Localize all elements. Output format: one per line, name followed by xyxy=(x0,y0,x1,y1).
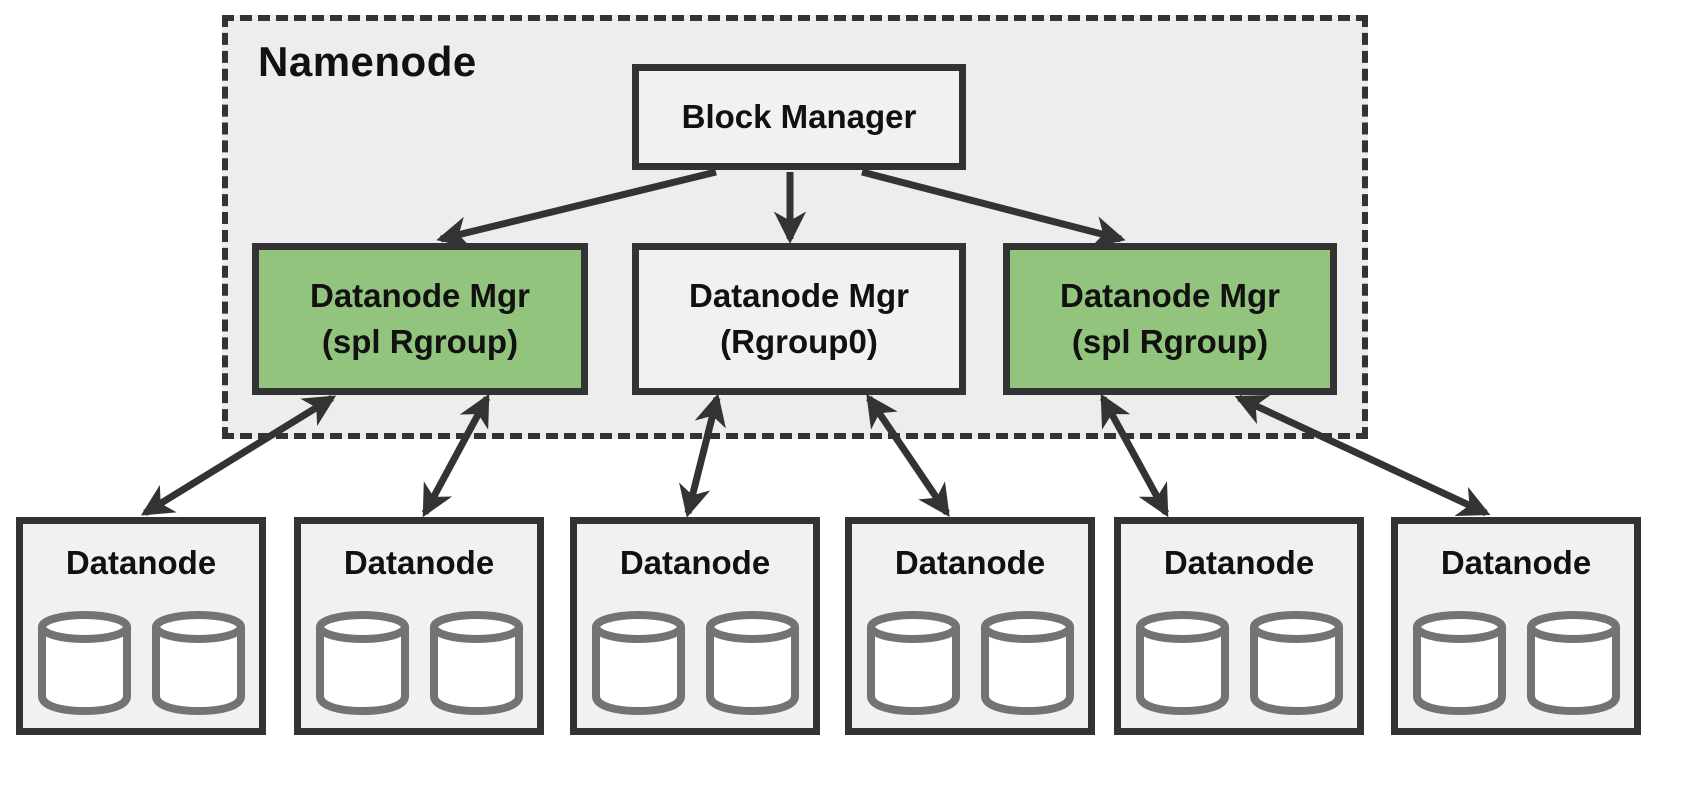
disk-cylinder-icon xyxy=(1249,611,1343,715)
disk-group xyxy=(1135,610,1344,715)
datanode-node-5: Datanode xyxy=(1114,517,1364,735)
datanode-mgr-label-line1: Datanode Mgr xyxy=(1059,277,1280,315)
disk-cylinder-icon xyxy=(1412,611,1506,715)
datanode-label: Datanode xyxy=(1440,544,1592,581)
disk-cylinder-icon xyxy=(866,611,960,715)
datanode-node-3: Datanode xyxy=(570,517,820,735)
datanode-label: Datanode xyxy=(894,544,1046,581)
datanode-mgr-rgroup0-node: Datanode Mgr (Rgroup0) xyxy=(632,243,966,395)
disk-cylinder-icon xyxy=(1135,611,1229,715)
block-manager-node: Block Manager xyxy=(632,64,966,170)
datanode-mgr-label-line1: Datanode Mgr xyxy=(688,277,909,315)
datanode-mgr-spl-rgroup-left-node: Datanode Mgr (spl Rgroup) xyxy=(252,243,588,395)
datanode-mgr-spl-rgroup-right-node: Datanode Mgr (spl Rgroup) xyxy=(1003,243,1337,395)
disk-cylinder-icon xyxy=(151,611,245,715)
datanode-mgr-label-line1: Datanode Mgr xyxy=(309,277,530,315)
disk-cylinder-icon xyxy=(980,611,1074,715)
datanode-node-2: Datanode xyxy=(294,517,544,735)
datanode-node-6: Datanode xyxy=(1391,517,1641,735)
block-manager-label: Block Manager xyxy=(681,98,917,136)
datanode-node-4: Datanode xyxy=(845,517,1095,735)
disk-group xyxy=(591,610,800,715)
datanode-label: Datanode xyxy=(65,544,217,581)
disk-group xyxy=(866,610,1075,715)
disk-group xyxy=(315,610,524,715)
disk-cylinder-icon xyxy=(37,611,131,715)
datanode-label: Datanode xyxy=(619,544,771,581)
datanode-mgr-label-line2: (Rgroup0) xyxy=(720,323,878,360)
datanode-node-1: Datanode xyxy=(16,517,266,735)
disk-group xyxy=(37,610,246,715)
disk-cylinder-icon xyxy=(315,611,409,715)
datanode-label: Datanode xyxy=(1163,544,1315,581)
datanode-label: Datanode xyxy=(343,544,495,581)
namenode-title: Namenode xyxy=(258,38,477,85)
disk-cylinder-icon xyxy=(705,611,799,715)
disk-cylinder-icon xyxy=(1526,611,1620,715)
disk-cylinder-icon xyxy=(429,611,523,715)
disk-cylinder-icon xyxy=(591,611,685,715)
datanode-mgr-label-line2: (spl Rgroup) xyxy=(1071,323,1269,360)
datanode-mgr-label-line2: (spl Rgroup) xyxy=(321,323,519,360)
disk-group xyxy=(1412,610,1621,715)
